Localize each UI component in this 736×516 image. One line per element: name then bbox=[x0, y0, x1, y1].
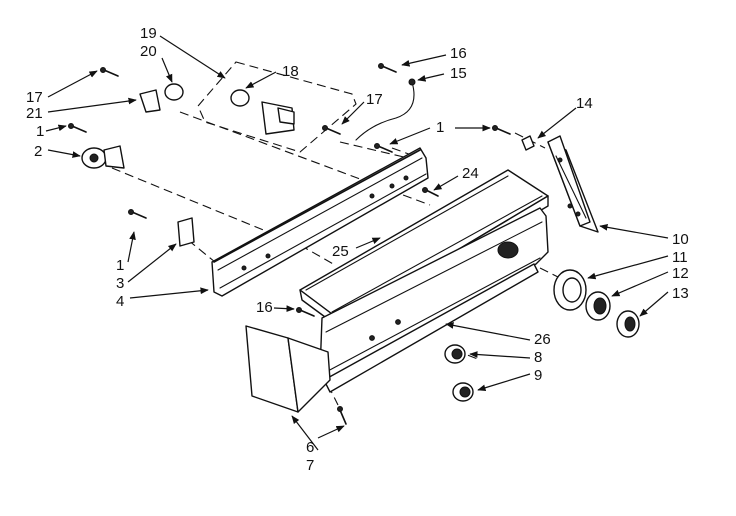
label-10: 10 bbox=[672, 231, 689, 248]
label-1c: 1 bbox=[116, 257, 124, 274]
label-16b: 16 bbox=[256, 299, 273, 316]
label-9: 9 bbox=[534, 367, 542, 384]
knob bbox=[616, 310, 640, 338]
label-13: 13 bbox=[672, 285, 689, 302]
label-6: 6 bbox=[306, 439, 314, 456]
console-top-panel bbox=[299, 169, 549, 329]
label-24: 24 bbox=[462, 165, 479, 182]
label-25: 25 bbox=[332, 243, 349, 260]
label-21: 21 bbox=[26, 105, 43, 122]
part-number-labels: 17 21 1 2 19 20 18 17 16 15 1 14 24 25 1… bbox=[26, 25, 689, 474]
label-1b: 1 bbox=[436, 119, 444, 136]
switch-assembly bbox=[81, 145, 125, 169]
label-19: 19 bbox=[140, 25, 157, 42]
label-17b: 17 bbox=[366, 91, 383, 108]
label-20: 20 bbox=[140, 43, 157, 60]
label-16a: 16 bbox=[450, 45, 467, 62]
label-18: 18 bbox=[282, 63, 299, 80]
screw-14 bbox=[521, 135, 535, 151]
label-8: 8 bbox=[534, 349, 542, 366]
label-1a: 1 bbox=[36, 123, 44, 140]
screws bbox=[68, 63, 511, 425]
console-front-panel bbox=[319, 207, 549, 393]
bracket-3 bbox=[177, 217, 195, 247]
knob-bezel bbox=[585, 291, 611, 321]
knob-ring bbox=[553, 269, 587, 311]
end-cap bbox=[245, 325, 331, 413]
label-3: 3 bbox=[116, 275, 124, 292]
small-knob-9 bbox=[452, 382, 474, 402]
clip-21 bbox=[139, 89, 161, 113]
label-17a: 17 bbox=[26, 89, 43, 106]
label-14: 14 bbox=[576, 95, 593, 112]
label-15: 15 bbox=[450, 65, 467, 82]
label-26: 26 bbox=[534, 331, 551, 348]
motor-18 bbox=[230, 89, 295, 135]
small-knob-8 bbox=[444, 344, 466, 364]
label-4: 4 bbox=[116, 293, 124, 310]
label-11: 11 bbox=[672, 249, 688, 266]
label-7: 7 bbox=[306, 457, 314, 474]
wire-harness-15 bbox=[355, 78, 416, 141]
mounting-rail bbox=[211, 147, 429, 297]
capacitor-20 bbox=[164, 83, 184, 101]
label-12: 12 bbox=[672, 265, 689, 282]
label-2: 2 bbox=[34, 143, 42, 160]
leader-lines bbox=[45, 35, 669, 451]
end-bracket bbox=[547, 135, 599, 233]
